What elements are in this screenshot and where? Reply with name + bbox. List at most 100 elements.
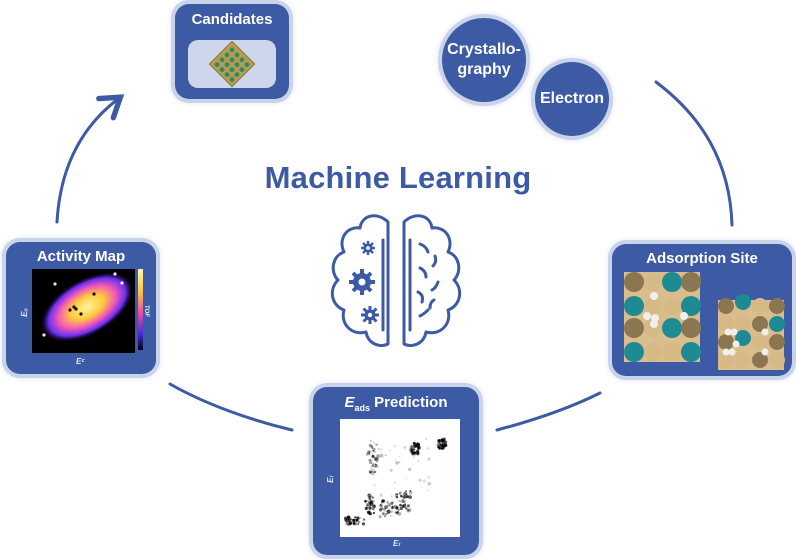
scatter-point: [378, 515, 382, 519]
scatter-point: [367, 497, 371, 500]
scatter-point: [368, 495, 371, 499]
crystallography-label-line1: Crystallo-: [447, 41, 521, 58]
adsorption-site-title: Adsorption Site: [646, 250, 758, 267]
scatter-point: [377, 466, 380, 468]
eads-xlabel: Eₗ: [393, 539, 400, 548]
scatter-point: [379, 503, 383, 507]
scatter-point: [377, 448, 380, 451]
scatter-point: [436, 443, 441, 447]
candidates-panel: Candidates: [175, 4, 289, 99]
scatter-point: [369, 471, 372, 474]
scatter-point: [371, 502, 374, 505]
scatter-point: [394, 445, 396, 448]
scatter-point: [345, 518, 348, 521]
scatter-point: [441, 442, 446, 447]
scatter-point: [392, 500, 394, 502]
scatter-point: [410, 445, 414, 450]
scatter-point: [407, 508, 410, 512]
scatter-point: [379, 504, 382, 506]
scatter-point: [408, 467, 412, 471]
scatter-point: [418, 447, 420, 450]
activity-map-heatmap: [32, 269, 143, 353]
crystallography-node: Crystallo- graphy: [442, 18, 526, 102]
scatter-point: [403, 445, 406, 448]
scatter-point: [382, 512, 385, 516]
scatter-point: [371, 504, 375, 508]
scatter-point: [437, 439, 441, 443]
scatter-point: [442, 446, 445, 448]
scatter-point: [371, 464, 374, 467]
scatter-point: [387, 503, 391, 507]
scatter-point: [372, 507, 375, 511]
scatter-point: [389, 449, 391, 452]
scatter-point: [376, 460, 379, 463]
scatter-point: [398, 500, 400, 502]
scatter-point: [368, 497, 371, 501]
scatter-point: [412, 443, 414, 445]
scatter-point: [404, 507, 407, 510]
adsorption-site-panel: Adsorption Site: [612, 244, 792, 376]
scatter-point: [410, 490, 412, 492]
scatter-point: [409, 508, 412, 510]
scatter-point: [390, 510, 393, 513]
scatter-point: [389, 468, 393, 472]
scatter-point: [352, 521, 356, 524]
scatter-point: [368, 458, 372, 462]
scatter-point: [398, 455, 400, 458]
scatter-point: [394, 511, 397, 513]
scatter-point: [345, 521, 350, 526]
scatter-point: [356, 516, 359, 519]
scatter-point: [444, 444, 448, 447]
scatter-point: [417, 445, 420, 448]
page-title: Machine Learning: [264, 160, 532, 195]
scatter-point: [351, 519, 353, 521]
scatter-point: [376, 461, 378, 463]
scatter-point: [402, 499, 406, 503]
scatter-point: [388, 509, 390, 511]
scatter-point: [441, 439, 444, 442]
scatter-point: [393, 481, 397, 484]
scatter-point: [352, 518, 356, 522]
scatter-point: [379, 453, 384, 458]
scatter-point: [376, 454, 380, 458]
scatter-point: [420, 486, 423, 489]
scatter-point: [347, 523, 350, 527]
scatter-point: [367, 450, 371, 454]
crystallography-label-line2: graphy: [457, 61, 511, 78]
atomic-slab-icon: [624, 272, 785, 370]
scatter-point: [398, 491, 402, 495]
scatter-point: [368, 470, 372, 474]
scatter-point: [364, 507, 368, 510]
eads-symbol: E: [344, 394, 355, 411]
scatter-point: [413, 442, 417, 447]
scatter-point: [373, 505, 376, 508]
scatter-point: [375, 464, 378, 466]
scatter-point: [399, 506, 403, 511]
scatter-point: [358, 521, 361, 524]
scatter-point: [395, 493, 397, 495]
scatter-point: [439, 442, 441, 445]
scatter-point: [409, 445, 413, 449]
scatter-point: [398, 461, 401, 464]
scatter-point: [386, 509, 391, 514]
scatter-point: [410, 444, 413, 447]
scatter-point: [384, 507, 386, 510]
eads-subscript: ads: [354, 403, 370, 413]
scatter-point: [372, 450, 374, 452]
scatter-point: [408, 495, 412, 499]
arc-adsorption-to-eads: [495, 391, 602, 432]
scatter-point: [368, 450, 371, 453]
scatter-point: [374, 459, 376, 461]
scatter-point: [417, 460, 420, 462]
scatter-point: [378, 504, 382, 508]
scatter-point: [368, 510, 371, 513]
scatter-point: [367, 493, 369, 496]
scatter-point: [373, 456, 378, 461]
scatter-point: [348, 521, 353, 525]
scatter-point: [426, 447, 430, 450]
scatter-point: [386, 501, 389, 504]
scatter-point: [368, 506, 372, 510]
scatter-point: [374, 463, 377, 465]
scatter-point: [374, 464, 378, 468]
scatter-point: [422, 479, 427, 483]
